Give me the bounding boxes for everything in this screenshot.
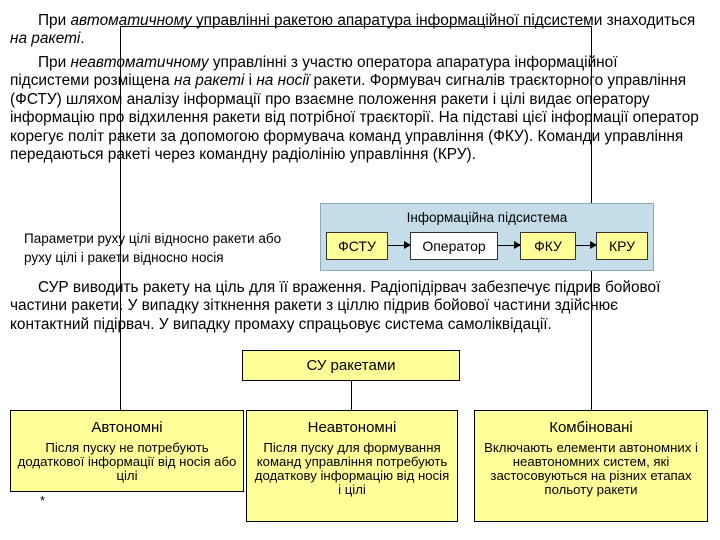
category-title: Автономні: [91, 419, 163, 436]
su-missiles-box: СУ ракетами: [242, 350, 460, 381]
category-title: Комбіновані: [549, 419, 633, 436]
emph-on-missile: на ракеті: [10, 30, 81, 48]
fstu-block: ФСТУ: [326, 232, 388, 260]
category-description: Включають елементи автономних і неавтоно…: [484, 440, 698, 497]
category-description: Після пуску для формування команд управл…: [254, 440, 450, 497]
category-title: Неавтономні: [307, 419, 397, 436]
fku-block: ФКУ: [520, 232, 576, 260]
category-non-autonomous: Неавтономні Після пуску для формування к…: [246, 410, 458, 522]
arrow-operator-fku: [498, 241, 521, 249]
paragraph-automatic: При автоматичному управлінні ракетою апа…: [10, 12, 696, 48]
connector-top-horizontal: [120, 26, 592, 27]
paragraph-non-automatic: При неавтоматичному управлінні з участю …: [10, 54, 699, 164]
emph-on-missile: на ракеті: [174, 72, 245, 90]
connector-left-vertical: [120, 26, 121, 410]
arrow-fku-kru: [576, 241, 597, 249]
motion-parameters-label: Параметри руху цілі відносно ракети або …: [24, 231, 282, 265]
emph-automatic: автоматичному: [70, 12, 192, 29]
arrow-fstu-operator: [388, 241, 411, 249]
footnote-marker: *: [40, 493, 46, 508]
info-subsystem-title: Інформаційна підсистема: [406, 210, 568, 225]
emph-on-carrier: на носії: [256, 72, 310, 90]
category-autonomous: Автономні Після пуску не потребують дода…: [10, 410, 244, 492]
paragraph-sur: СУР виводить ракету на ціль для її враже…: [10, 279, 661, 333]
kru-block: КРУ: [596, 232, 648, 260]
operator-block: Оператор: [410, 232, 498, 260]
category-combined: Комбіновані Включають елементи автономни…: [474, 410, 708, 522]
connector-center-vertical: [351, 381, 352, 410]
emph-non-automatic: неавтоматичному: [70, 54, 209, 71]
category-description: Після пуску не потребують додаткової інф…: [17, 440, 237, 483]
